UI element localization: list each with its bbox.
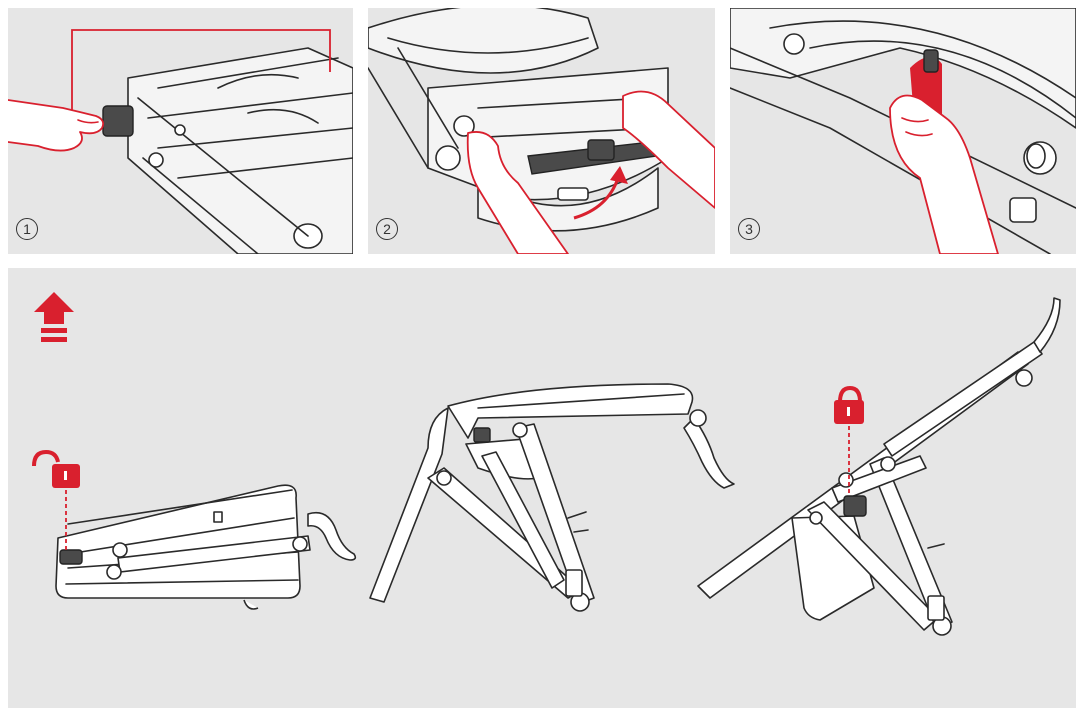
step-3-panel: 3 — [730, 8, 1076, 254]
step-2-illustration — [368, 8, 715, 254]
padlock-closed-icon — [834, 385, 864, 494]
step-1-panel: 1 — [8, 8, 353, 254]
step-number-badge: 1 — [16, 218, 38, 240]
step-number-badge: 3 — [738, 218, 760, 240]
step-number-badge: 2 — [376, 218, 398, 240]
up-arrow-icon — [34, 292, 74, 342]
padlock-open-icon — [32, 449, 80, 550]
unfold-sequence-panel — [8, 268, 1076, 708]
folded-stroller — [32, 449, 357, 610]
half-unfolded-stroller — [369, 383, 735, 612]
step-3-illustration — [730, 8, 1076, 254]
unfolded-stroller — [697, 297, 1061, 636]
step-2-panel: 2 — [368, 8, 715, 254]
unfold-sequence-illustration — [32, 292, 1061, 636]
step-1-illustration — [8, 29, 353, 254]
